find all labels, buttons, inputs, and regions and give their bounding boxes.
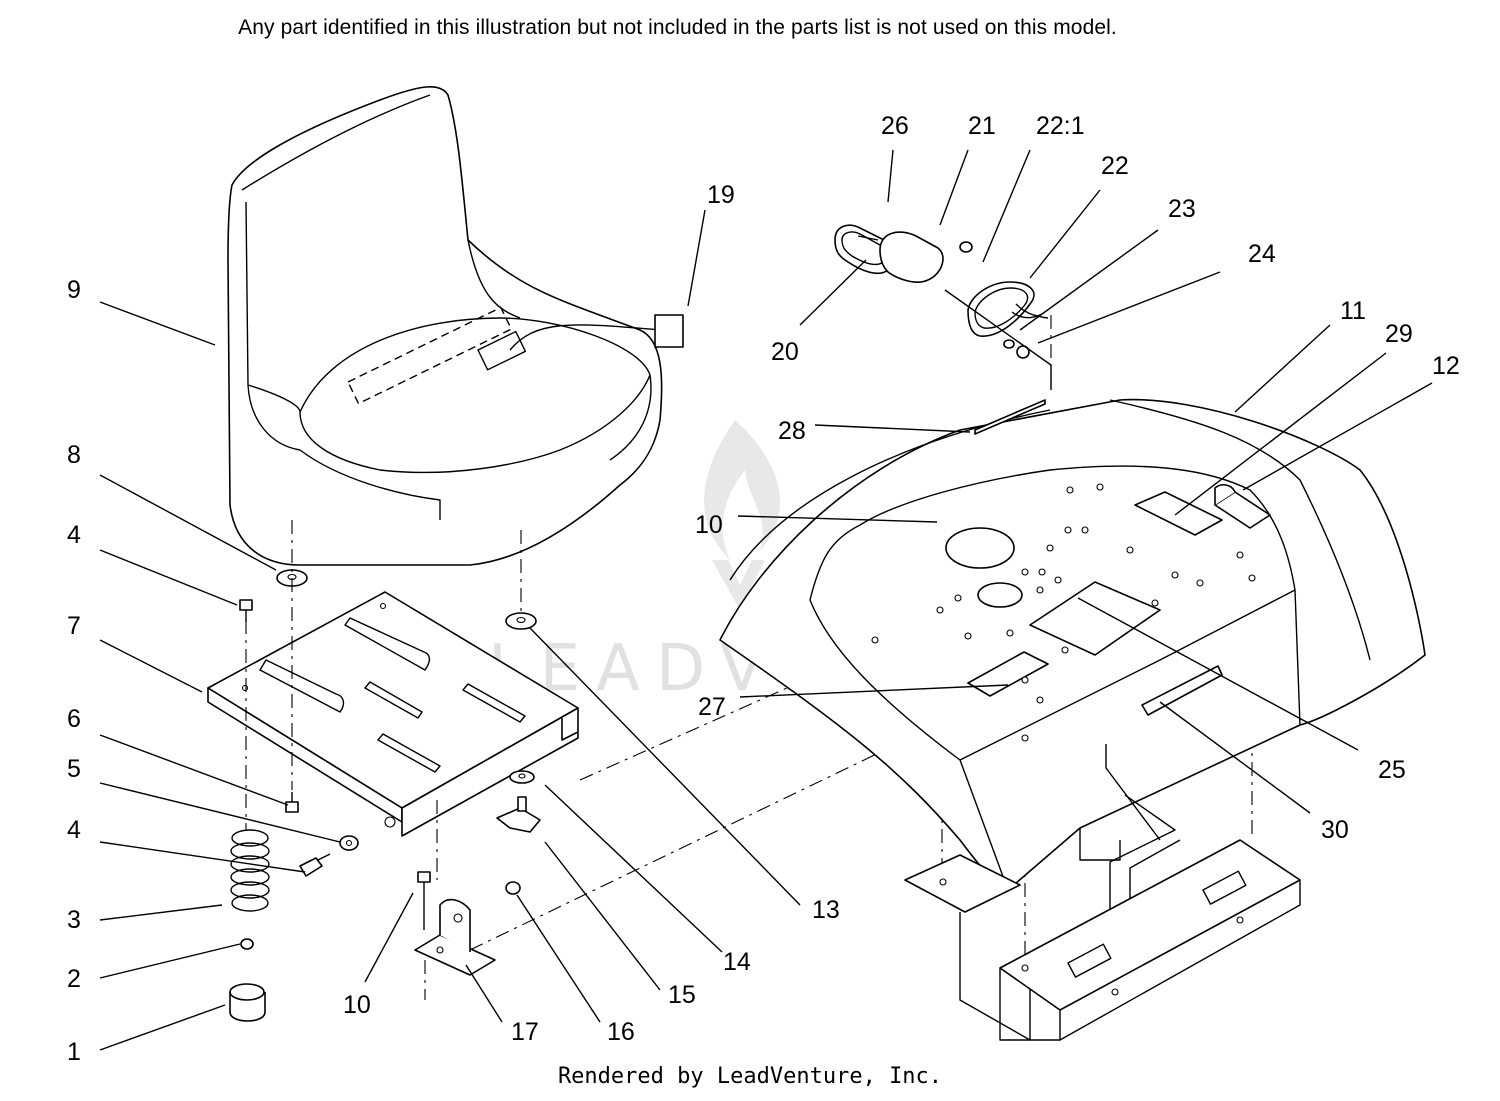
callout-6: 6 xyxy=(67,705,81,733)
callout-16: 16 xyxy=(607,1018,635,1046)
callout-27: 27 xyxy=(698,693,726,721)
callout-4-upper: 4 xyxy=(67,521,81,549)
callout-12: 12 xyxy=(1432,352,1460,380)
diagram-notice: Any part identified in this illustration… xyxy=(238,16,1117,39)
leader-lines xyxy=(99,149,1433,1051)
callout-1: 1 xyxy=(67,1038,81,1066)
callout-5: 5 xyxy=(67,755,81,783)
callout-17: 17 xyxy=(511,1018,539,1046)
callout-4-lower: 4 xyxy=(67,816,81,844)
callout-20: 20 xyxy=(771,338,799,366)
footer-credit: Rendered by LeadVenture, Inc. xyxy=(557,1064,943,1089)
callout-9: 9 xyxy=(67,276,81,304)
callout-19: 19 xyxy=(707,181,735,209)
seat-pan xyxy=(207,591,579,837)
callout-30: 30 xyxy=(1321,816,1349,844)
callout-13: 13 xyxy=(812,896,840,924)
callout-26: 26 xyxy=(881,112,909,140)
part-callouts: 1 2 3 4 4 5 6 7 8 9 10 10 11 12 13 14 15… xyxy=(67,112,1460,1066)
callout-11: 11 xyxy=(1340,297,1366,325)
light-assembly xyxy=(834,224,1052,435)
callout-14: 14 xyxy=(723,948,751,976)
callout-7: 7 xyxy=(67,612,81,640)
callout-28: 28 xyxy=(778,417,806,445)
callout-10-upper: 10 xyxy=(695,511,723,539)
callout-10-lower: 10 xyxy=(343,991,371,1019)
callout-21: 21 xyxy=(968,112,996,140)
callout-22: 22 xyxy=(1101,152,1129,180)
fender xyxy=(719,398,1426,891)
callout-24: 24 xyxy=(1248,240,1276,268)
spring xyxy=(230,829,270,912)
callout-25: 25 xyxy=(1378,756,1406,784)
callout-8: 8 xyxy=(67,441,81,469)
callout-2: 2 xyxy=(67,965,81,993)
callout-22-1: 22:1 xyxy=(1036,112,1085,140)
hardware xyxy=(229,517,949,1022)
callout-29: 29 xyxy=(1385,320,1413,348)
seat xyxy=(227,85,684,566)
frame-brackets xyxy=(904,794,1301,1041)
fender-holes xyxy=(871,483,1256,742)
callout-15: 15 xyxy=(668,981,696,1009)
callout-23: 23 xyxy=(1168,195,1196,223)
callout-3: 3 xyxy=(67,906,81,934)
